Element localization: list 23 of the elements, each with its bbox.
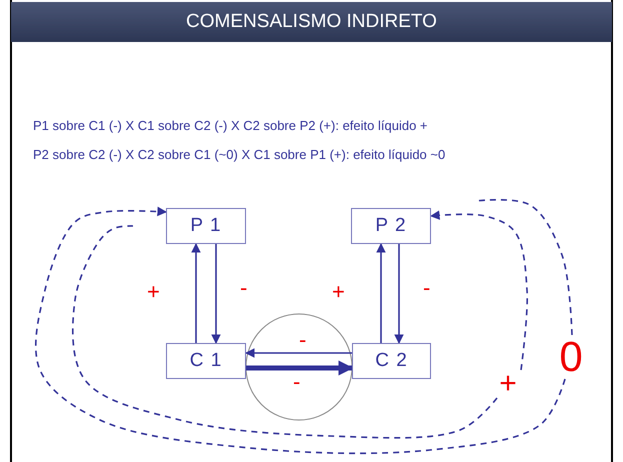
arrow <box>376 243 386 343</box>
process-box: P 1 <box>166 208 246 244</box>
process-box: P 2 <box>351 208 431 244</box>
sign-label: - <box>423 276 430 300</box>
arrow <box>394 244 404 344</box>
arrow <box>211 244 221 344</box>
dashed-arrow <box>430 210 528 370</box>
sentence: P2 sobre C2 (-) X C2 sobre C1 (~0) X C1 sobre P1 (+): efeito líquido ~0 <box>33 148 446 162</box>
process-box: C 1 <box>166 343 246 379</box>
sign-label: + <box>332 280 345 304</box>
title-bar: COMENSALISMO INDIRETO <box>11 2 612 42</box>
sign-label: - <box>299 328 306 352</box>
arrow <box>245 348 352 358</box>
sign-label: + <box>495 370 521 398</box>
sentence: P1 sobre C1 (-) X C1 sobre C2 (-) X C2 sobre P2 (+): efeito líquido + <box>33 119 428 134</box>
sign-label: 0 <box>558 335 584 379</box>
sign-label: - <box>293 370 300 394</box>
dashed-arrow <box>35 206 566 454</box>
process-box: C 2 <box>352 343 431 379</box>
sign-label: + <box>147 280 160 304</box>
arrow <box>191 243 201 343</box>
thick-arrow <box>246 360 354 376</box>
sign-label: - <box>240 276 248 300</box>
